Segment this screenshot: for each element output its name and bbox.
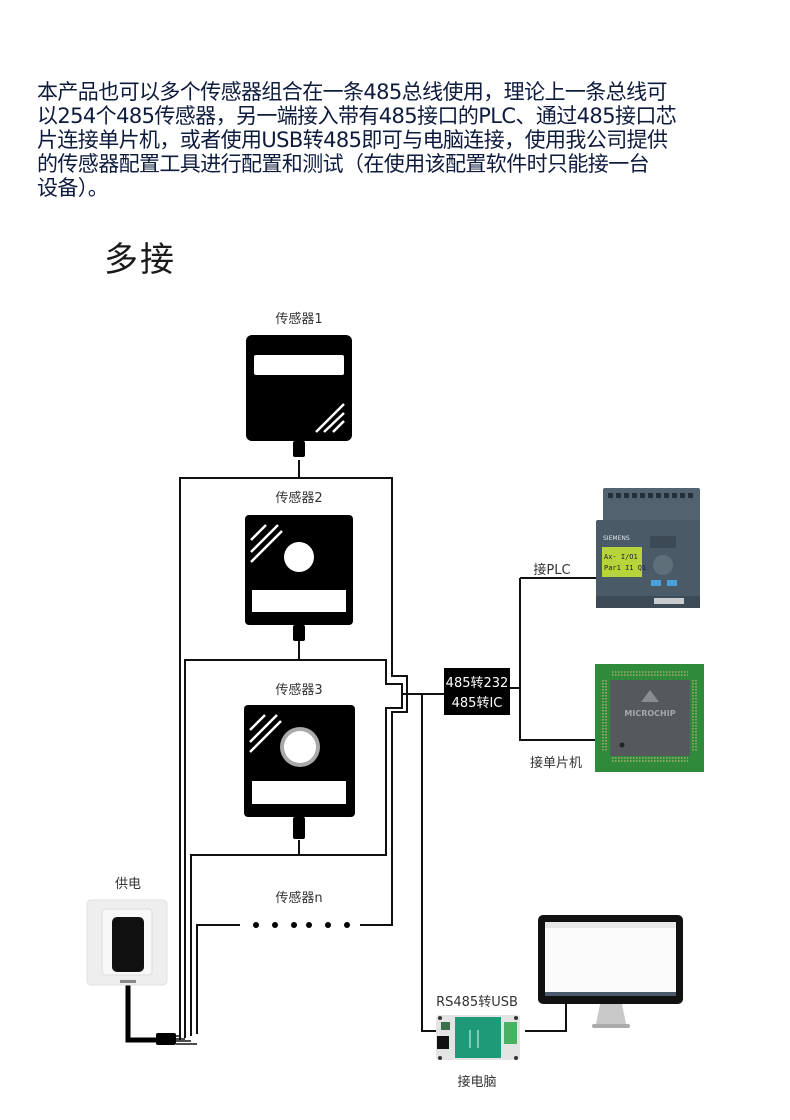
usb-label: RS485转USB <box>436 995 518 1010</box>
sensor-1: 传感器1 <box>246 311 352 457</box>
bus-wires <box>179 460 598 1040</box>
wire-to-plc <box>519 578 598 741</box>
plc-device-icon: SIEMENS Ax- I/O1 Par1 I1 Q1 <box>596 488 700 608</box>
converter-line1: 485转232 <box>446 676 509 691</box>
power-label: 供电 <box>115 877 141 892</box>
intro-line: 的传感器配置工具进行配置和测试（在使用该配置软件时只能接一台 <box>37 152 650 176</box>
chip-brand: MICROCHIP <box>624 709 675 718</box>
wire-loop-sensor3 <box>184 659 403 1038</box>
intro-line: 本产品也可以多个传感器组合在一条485总线使用，理论上一条总线可 <box>37 80 667 104</box>
wire-to-usb <box>421 694 440 1032</box>
pc-label: 接电脑 <box>457 1074 496 1090</box>
intro-line: 片连接单片机，或者使用USB转485即可与电脑连接，使用我公司提供 <box>37 128 668 152</box>
plc-label: 接PLC <box>533 562 570 578</box>
wire-loop-sensor2 <box>179 477 408 1040</box>
sensor-lens-icon <box>245 515 353 641</box>
power-cable <box>125 980 197 1045</box>
ellipsis-dots-icon <box>253 922 350 928</box>
plc-screen-line2: Par1 I1 Q1 <box>604 564 646 572</box>
sensor-3-label: 传感器3 <box>275 682 322 698</box>
sensor-n-label: 传感器n <box>275 890 322 906</box>
sensor-ring-lens-icon <box>244 705 355 839</box>
power-adapter-icon <box>86 899 168 986</box>
mcu-label: 接单片机 <box>530 755 582 771</box>
plc: 接PLC SIEMENS Ax- I/O1 Par1 I1 Q1 <box>533 488 700 608</box>
intro-line: 设备）。 <box>37 176 109 200</box>
intro-paragraph: 本产品也可以多个传感器组合在一条485总线使用，理论上一条总线可 以254个48… <box>37 80 767 200</box>
plc-brand: SIEMENS <box>603 535 630 542</box>
wire-loop-sensorn <box>196 924 240 1034</box>
intro-line: 以254个485传感器，另一端接入带有485接口的PLC、通过485接口芯 <box>37 104 677 128</box>
sensor-2-label: 传感器2 <box>275 490 322 506</box>
sensor-3: 传感器3 <box>244 682 355 839</box>
wire-loop-sensor3b <box>190 694 403 1036</box>
mcu: 接单片机 MICROCHIP <box>530 664 704 772</box>
sensor-2: 传感器2 <box>245 490 353 641</box>
sensor-1-label: 传感器1 <box>275 311 322 327</box>
section-heading: 多接 <box>104 240 176 280</box>
wire-sensorn-right <box>360 694 408 926</box>
computer-monitor-icon <box>538 915 683 1028</box>
converter-box: 485转232 485转IC <box>444 668 510 715</box>
usb-converter-icon <box>436 1015 520 1060</box>
microcontroller-chip-icon: MICROCHIP <box>595 664 704 772</box>
wire-usb-pc <box>525 1003 567 1032</box>
plc-screen-line1: Ax- I/O1 <box>604 553 638 561</box>
sensor-display-icon <box>246 335 352 457</box>
usb-converter: RS485转USB 接电脑 <box>436 995 520 1090</box>
sensor-n: 传感器n <box>253 890 350 928</box>
power-supply: 供电 <box>86 877 168 986</box>
converter-line2: 485转IC <box>452 696 503 711</box>
